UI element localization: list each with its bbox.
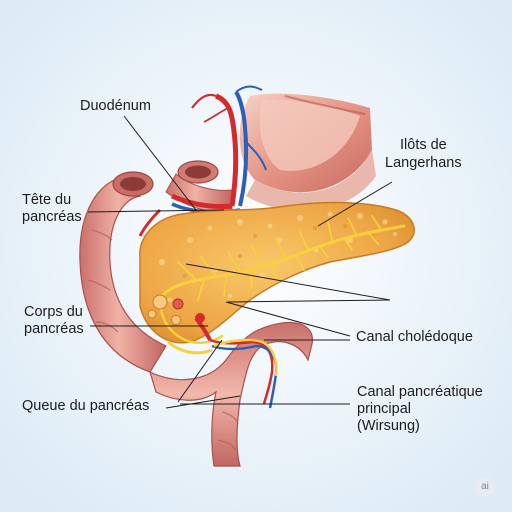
label-body-line1: Corps du — [24, 304, 83, 320]
label-main-duct-line3: (Wirsung) — [357, 418, 420, 434]
leader-tail-up — [177, 339, 223, 403]
ai-badge: ai — [474, 478, 496, 496]
label-islets-line1: Ilôts de — [400, 137, 447, 153]
leader-bile-b — [227, 299, 391, 303]
leader-head — [87, 209, 225, 213]
stomach-segment — [239, 93, 376, 212]
leader-lines — [87, 115, 393, 409]
label-bile-duct: Canal cholédoque — [356, 329, 473, 345]
leader-bile-a — [185, 263, 391, 301]
ducts-and-vessels-lower — [167, 313, 278, 409]
leader-islets — [317, 181, 393, 227]
label-head-line1: Tête du — [22, 192, 72, 208]
label-head-line2: pancréas — [22, 209, 82, 225]
label-main-duct-line1: Canal pancréatique — [357, 384, 483, 400]
leader-bile-c — [225, 301, 351, 337]
pancreas-organ — [139, 201, 415, 344]
label-main-duct-line2: principal — [357, 401, 411, 417]
label-body-line2: pancréas — [24, 321, 84, 337]
islet-clusters — [147, 294, 184, 325]
leader-tail — [165, 395, 241, 409]
label-duodenum: Duodénum — [80, 98, 151, 114]
leader-duodenum — [123, 115, 197, 211]
label-islets-line2: Langerhans — [385, 155, 462, 171]
label-tail: Queue du pancréas — [22, 398, 150, 414]
